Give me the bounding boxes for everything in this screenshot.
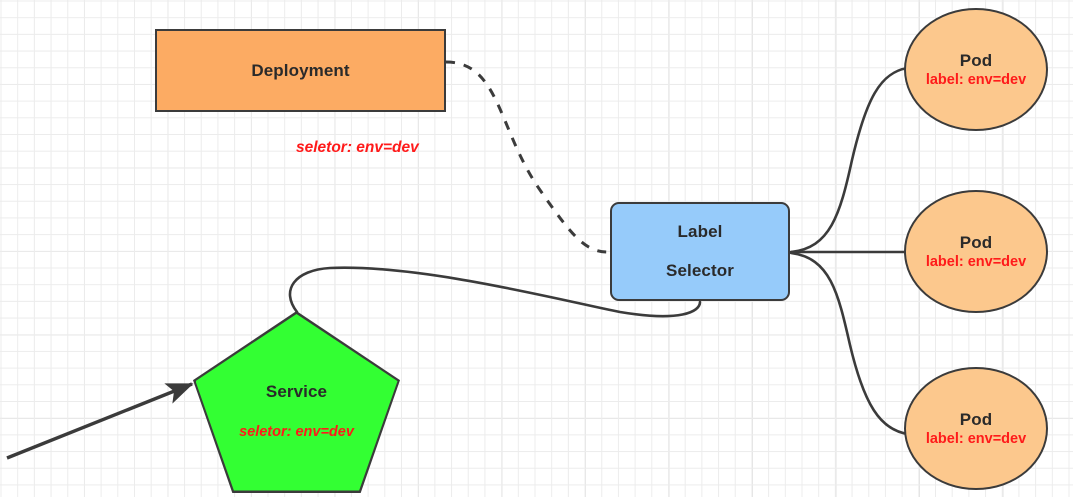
pod-2-label: Pod: [959, 233, 993, 252]
pod-2-selector: label: env=dev: [925, 254, 1027, 270]
edge-label-selector-to-pod-3: [789, 251, 910, 436]
label-selector-line2: Selector: [666, 260, 734, 280]
service-selector: seletor: env=dev: [239, 424, 354, 440]
node-service[interactable]: Service seletor: env=dev: [193, 311, 400, 493]
node-pod-2[interactable]: Pod label: env=dev: [904, 190, 1048, 313]
node-pod-3[interactable]: Pod label: env=dev: [904, 367, 1048, 490]
deployment-label: Deployment: [251, 60, 350, 80]
pod-1-label: Pod: [959, 51, 993, 70]
pod-1-selector: label: env=dev: [925, 72, 1027, 88]
edge-incoming-traffic-to-service: [6, 382, 194, 460]
pod-3-selector: label: env=dev: [925, 431, 1027, 447]
node-deployment[interactable]: Deployment: [155, 29, 446, 112]
service-text-group: Service seletor: env=dev: [239, 382, 354, 440]
pod-3-label: Pod: [959, 410, 993, 429]
edge-label-selector-to-pod-1: [789, 66, 910, 254]
node-label-selector[interactable]: Label Selector: [610, 202, 790, 301]
deployment-selector-annotation: seletor: env=dev: [296, 139, 419, 156]
node-pod-1[interactable]: Pod label: env=dev: [904, 8, 1048, 131]
edge-deployment-to-label-selector: [445, 60, 609, 254]
service-label: Service: [265, 382, 328, 401]
label-selector-line1: Label: [677, 222, 723, 242]
